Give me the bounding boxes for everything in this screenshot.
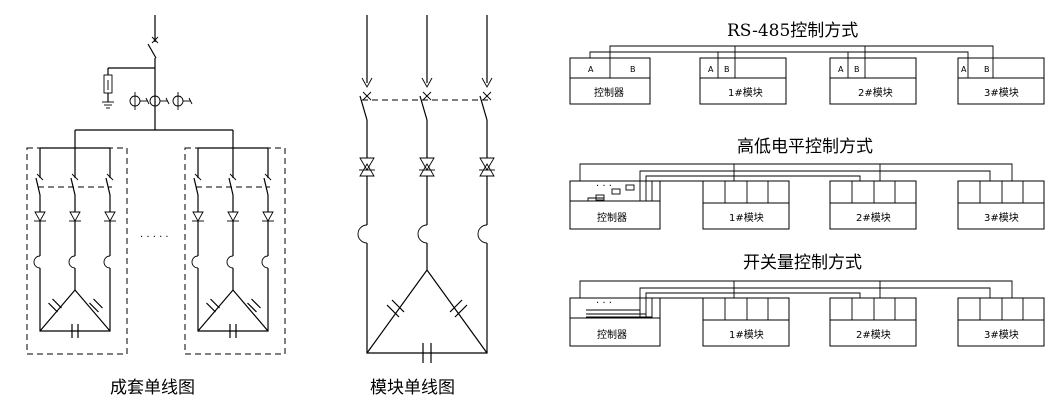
caption-set-single-line: 成套单线图	[110, 378, 195, 398]
wire	[639, 287, 991, 318]
current-transformer	[172, 92, 193, 110]
module-label: 2#模块	[856, 329, 891, 341]
controller-box: 控制器 · · ·	[569, 180, 661, 230]
capacitor	[48, 302, 58, 313]
scheme-level-control: 高低电平控制方式 控制器 · · · 1#模块 2#模块 3#模块	[569, 137, 1045, 230]
reactor	[191, 255, 199, 269]
current-transformer	[149, 95, 170, 107]
thyristor	[192, 211, 204, 222]
thyristor	[419, 157, 435, 171]
scheme-rs485: RS-485控制方式 A B 控制器 A	[569, 21, 1045, 105]
current-transformer	[129, 92, 150, 110]
set-single-line-diagram: · · · · · 成套单线图	[26, 15, 286, 398]
connector	[625, 184, 635, 191]
ellipsis-dots: · · ·	[596, 298, 612, 309]
reactor	[103, 255, 111, 269]
ellipsis-dots: · · ·	[596, 181, 612, 192]
connector	[595, 194, 605, 201]
wire	[639, 170, 991, 201]
reactor	[226, 255, 234, 269]
thyristor	[359, 157, 375, 171]
module-label: 3#模块	[984, 87, 1019, 99]
port-a-label: A	[708, 65, 714, 74]
thyristor	[34, 211, 46, 222]
module-box-1: 1#模块	[702, 180, 790, 230]
caption-module-single-line: 模块单线图	[370, 378, 455, 398]
module-label: 3#模块	[984, 212, 1019, 224]
controller-label: 控制器	[597, 211, 627, 224]
reactor	[33, 255, 41, 269]
module-box-2: 2#模块	[829, 180, 917, 230]
reactor	[261, 255, 269, 269]
controller-label: 控制器	[597, 328, 627, 341]
module-label: 3#模块	[984, 329, 1019, 341]
scheme-title: RS-485控制方式	[727, 21, 858, 41]
reactor	[68, 255, 76, 269]
module-box-2: 2#模块	[829, 297, 917, 347]
module-label: 1#模块	[729, 212, 764, 224]
controller-box: 控制器 · · ·	[569, 297, 661, 347]
port-a-label: A	[838, 65, 844, 74]
module-single-line-diagram: 模块单线图	[357, 15, 495, 398]
scheme-title: 高低电平控制方式	[737, 137, 873, 157]
module-box-2: A B 2#模块	[829, 57, 917, 105]
thyristor	[104, 211, 116, 222]
port-b-label: B	[854, 65, 860, 74]
module-box-3: 3#模块	[957, 297, 1045, 347]
switch	[359, 95, 368, 121]
thyristor	[479, 157, 495, 171]
wire	[579, 280, 1013, 298]
thyristor	[262, 211, 274, 222]
wire	[645, 175, 861, 201]
scheme-switch-control: 开关量控制方式 控制器 · · · 1#模块 2#模块 3#模块	[569, 253, 1045, 347]
module-label: 1#模块	[728, 87, 763, 99]
reactor	[477, 224, 488, 244]
port-b-label: B	[984, 65, 990, 74]
capacitor-delta	[39, 289, 111, 332]
controller-label: 控制器	[594, 86, 624, 99]
module-label: 2#模块	[858, 87, 893, 99]
capacitor	[386, 304, 400, 318]
port-b-label: B	[630, 65, 636, 74]
connector	[611, 188, 621, 195]
reactor	[357, 224, 368, 244]
wire	[651, 297, 712, 318]
controller-box: A B 控制器	[569, 57, 651, 105]
main-switch	[147, 43, 157, 59]
switch	[419, 95, 428, 121]
scheme-title: 开关量控制方式	[743, 253, 862, 273]
port-a-label: A	[961, 65, 967, 74]
ellipsis-dots: · · · · ·	[140, 232, 169, 243]
thyristor	[227, 211, 239, 222]
capacitor	[247, 302, 257, 313]
reactor	[417, 224, 428, 244]
control-schemes: RS-485控制方式 A B 控制器 A	[569, 21, 1045, 347]
module-box-1: 1#模块	[702, 297, 790, 347]
wire	[645, 292, 861, 318]
wire	[587, 197, 604, 201]
module-label: 1#模块	[729, 329, 764, 341]
port-a-label: A	[588, 65, 594, 74]
thyristor	[69, 211, 81, 222]
capacitor	[89, 302, 99, 313]
module-box-3: 3#模块	[957, 180, 1045, 230]
wire	[651, 180, 712, 201]
switch	[479, 95, 488, 121]
capacitor	[454, 304, 468, 318]
capacitor	[206, 302, 216, 313]
capacitor-delta	[197, 289, 269, 332]
module-box-3: A B 3#模块	[957, 57, 1045, 105]
port-b-label: B	[724, 65, 730, 74]
module-box-1: A B 1#模块	[699, 57, 787, 105]
capacitor-delta	[366, 268, 488, 354]
module-label: 2#模块	[856, 212, 891, 224]
wire	[579, 163, 1013, 181]
